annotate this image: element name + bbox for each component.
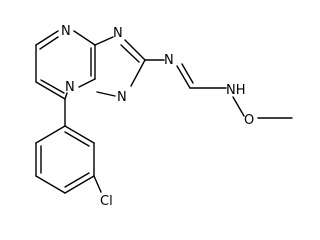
bond	[64, 92, 68, 100]
bond	[73, 30, 96, 46]
atom-label-n-triazole-top: N	[113, 26, 123, 41]
bond	[176, 65, 191, 89]
bond	[94, 36, 114, 46]
bond	[64, 131, 90, 147]
atom-labels: N N N N N NH O Cl	[61, 24, 254, 209]
bond	[96, 91, 116, 97]
bond	[93, 175, 102, 193]
atom-label-nh: NH	[226, 83, 246, 98]
bond	[35, 125, 66, 144]
atom-label-cl: Cl	[100, 194, 113, 209]
bond	[120, 44, 140, 63]
chemical-structure-diagram: N N N N N NH O Cl	[35, 24, 293, 209]
atom-label-n-imine: N	[164, 53, 174, 68]
bond	[64, 125, 95, 144]
bond	[64, 175, 95, 194]
bond	[130, 59, 146, 87]
bond	[124, 39, 146, 61]
bonds	[35, 30, 293, 194]
bond	[232, 96, 245, 117]
bond	[64, 172, 90, 188]
atom-label-o: O	[244, 113, 254, 128]
atom-label-n-triazole-bottom: N	[117, 90, 127, 105]
bond	[39, 36, 59, 50]
atom-label-n-bridgehead: N	[65, 80, 75, 95]
bond	[40, 79, 65, 94]
bond	[78, 78, 96, 88]
bond	[181, 63, 194, 84]
bond	[35, 81, 66, 100]
atom-label-n-pyrimidine: N	[61, 24, 71, 39]
bond	[35, 175, 66, 194]
bond	[35, 30, 59, 46]
